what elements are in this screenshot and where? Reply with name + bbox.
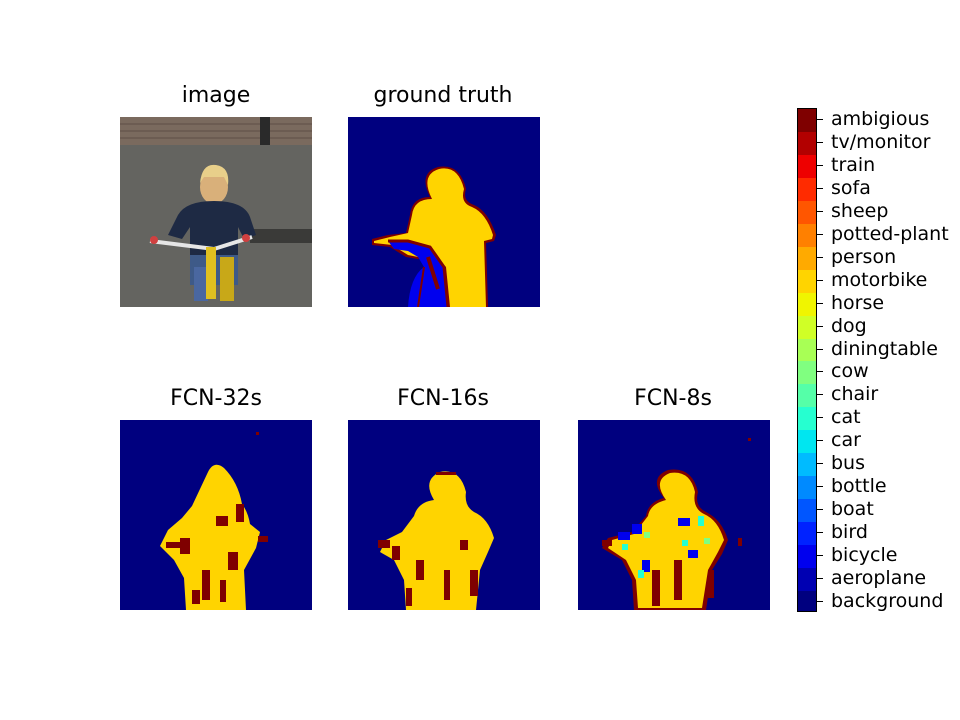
fcn-8s-segmentation (578, 420, 770, 610)
colorbar-swatch (798, 224, 816, 247)
colorbar-tick (817, 188, 823, 189)
colorbar-tick (817, 349, 823, 350)
colorbar-swatch (798, 407, 816, 430)
colorbar (797, 108, 817, 612)
colorbar-tick (817, 578, 823, 579)
colorbar-label: car (831, 429, 861, 451)
panel-title-ground-truth: ground truth (293, 83, 593, 109)
colorbar-tick (817, 601, 823, 602)
colorbar-tick (817, 211, 823, 212)
colorbar-swatch (798, 476, 816, 499)
ground-truth-mask (348, 117, 540, 307)
colorbar-label: ambigious (831, 108, 929, 130)
colorbar-swatch (798, 453, 816, 476)
colorbar-label: bicycle (831, 544, 897, 566)
colorbar-label: chair (831, 383, 878, 405)
colorbar-label: dog (831, 315, 867, 337)
colorbar-swatch (798, 269, 816, 292)
colorbar-label: aeroplane (831, 567, 926, 589)
colorbar-label: train (831, 154, 875, 176)
colorbar-swatch (798, 338, 816, 361)
colorbar-label: person (831, 246, 896, 268)
colorbar-label: tv/monitor (831, 131, 930, 153)
colorbar-label: boat (831, 498, 874, 520)
colorbar-label: bottle (831, 475, 887, 497)
colorbar-label: bird (831, 521, 868, 543)
colorbar-swatch (798, 315, 816, 338)
photo-illustration (120, 117, 312, 307)
colorbar-swatch (798, 201, 816, 224)
colorbar-tick (817, 326, 823, 327)
colorbar-tick (817, 165, 823, 166)
colorbar-tick (817, 486, 823, 487)
colorbar-tick (817, 257, 823, 258)
fcn-32s-segmentation (120, 420, 312, 610)
colorbar-tick (817, 234, 823, 235)
colorbar-swatch (798, 498, 816, 521)
colorbar-swatch (798, 430, 816, 453)
colorbar-label: cow (831, 360, 869, 382)
colorbar-label: background (831, 590, 943, 612)
fcn-16s-mask (348, 420, 540, 610)
colorbar-swatch (798, 178, 816, 201)
colorbar-swatch (798, 361, 816, 384)
colorbar-label: horse (831, 292, 884, 314)
colorbar-label: motorbike (831, 269, 927, 291)
colorbar-swatch (798, 521, 816, 544)
colorbar-tick (817, 303, 823, 304)
colorbar-swatch (798, 109, 816, 132)
panel-title-fcn-8s: FCN-8s (523, 386, 823, 412)
fcn-32s-mask (120, 420, 312, 610)
colorbar-tick (817, 555, 823, 556)
colorbar-label: diningtable (831, 338, 938, 360)
colorbar-swatch (798, 246, 816, 269)
colorbar-swatch (798, 544, 816, 567)
colorbar-label: potted-plant (831, 223, 949, 245)
colorbar-tick (817, 463, 823, 464)
colorbar-tick (817, 119, 823, 120)
colorbar-swatch (798, 155, 816, 178)
ground-truth-segmentation (348, 117, 540, 307)
colorbar-tick (817, 509, 823, 510)
photo-panel (120, 117, 312, 307)
colorbar-swatch (798, 384, 816, 407)
colorbar-tick (817, 417, 823, 418)
fcn-8s-mask (578, 420, 770, 610)
colorbar-swatch (798, 590, 816, 612)
colorbar-label: sofa (831, 177, 871, 199)
colorbar-tick (817, 532, 823, 533)
colorbar-swatch (798, 292, 816, 315)
colorbar-tick (817, 440, 823, 441)
colorbar-tick (817, 371, 823, 372)
colorbar-tick (817, 394, 823, 395)
colorbar-tick (817, 280, 823, 281)
colorbar-label: bus (831, 452, 865, 474)
colorbar-swatch (798, 567, 816, 590)
fcn-16s-segmentation (348, 420, 540, 610)
colorbar-label: cat (831, 406, 861, 428)
colorbar-swatch (798, 132, 816, 155)
colorbar-tick (817, 142, 823, 143)
colorbar-label: sheep (831, 200, 888, 222)
